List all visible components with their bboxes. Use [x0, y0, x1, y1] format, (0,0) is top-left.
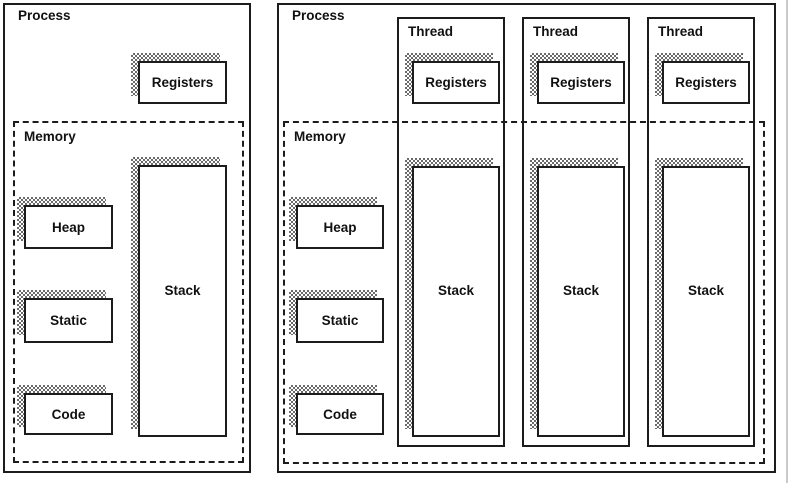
static-label: Static: [296, 298, 384, 343]
stack-box: Stack: [655, 158, 750, 437]
static-box: Static: [289, 290, 384, 343]
registers-box: Registers: [530, 53, 625, 104]
registers-box: Registers: [655, 53, 750, 104]
code-label: Code: [296, 393, 384, 435]
process-label: Process: [18, 8, 71, 23]
code-label: Code: [24, 393, 113, 435]
thread-box-2: Thread Registers Stack: [522, 17, 630, 447]
heap-box: Heap: [17, 197, 113, 249]
static-box: Static: [17, 290, 113, 343]
stack-box: Stack: [530, 158, 625, 437]
process-label: Process: [292, 8, 345, 23]
single-threaded-process-box: [3, 3, 251, 473]
registers-label: Registers: [138, 61, 227, 104]
memory-region: [283, 121, 765, 464]
memory-region: [13, 121, 244, 463]
heap-box: Heap: [289, 197, 384, 249]
registers-box: Registers: [131, 53, 227, 104]
registers-label: Registers: [412, 61, 500, 104]
thread-label: Thread: [408, 24, 454, 39]
stack-box: Stack: [131, 157, 227, 437]
memory-label: Memory: [24, 129, 76, 144]
heap-label: Heap: [296, 205, 384, 249]
thread-box-3: Thread Registers Stack: [647, 17, 755, 447]
thread-label: Thread: [658, 24, 704, 39]
registers-label: Registers: [537, 61, 625, 104]
code-box: Code: [289, 385, 384, 435]
static-label: Static: [24, 298, 113, 343]
window-edge-line: [786, 0, 788, 483]
stack-label: Stack: [412, 166, 500, 437]
stack-label: Stack: [537, 166, 625, 437]
thread-label: Thread: [533, 24, 579, 39]
heap-label: Heap: [24, 205, 113, 249]
stack-box: Stack: [405, 158, 500, 437]
code-box: Code: [17, 385, 113, 435]
multi-threaded-process-box: [277, 3, 776, 473]
registers-label: Registers: [662, 61, 750, 104]
stack-label: Stack: [138, 165, 227, 437]
thread-box-1: Thread Registers Stack: [397, 17, 505, 447]
memory-label: Memory: [294, 129, 346, 144]
stack-label: Stack: [662, 166, 750, 437]
registers-box: Registers: [405, 53, 500, 104]
